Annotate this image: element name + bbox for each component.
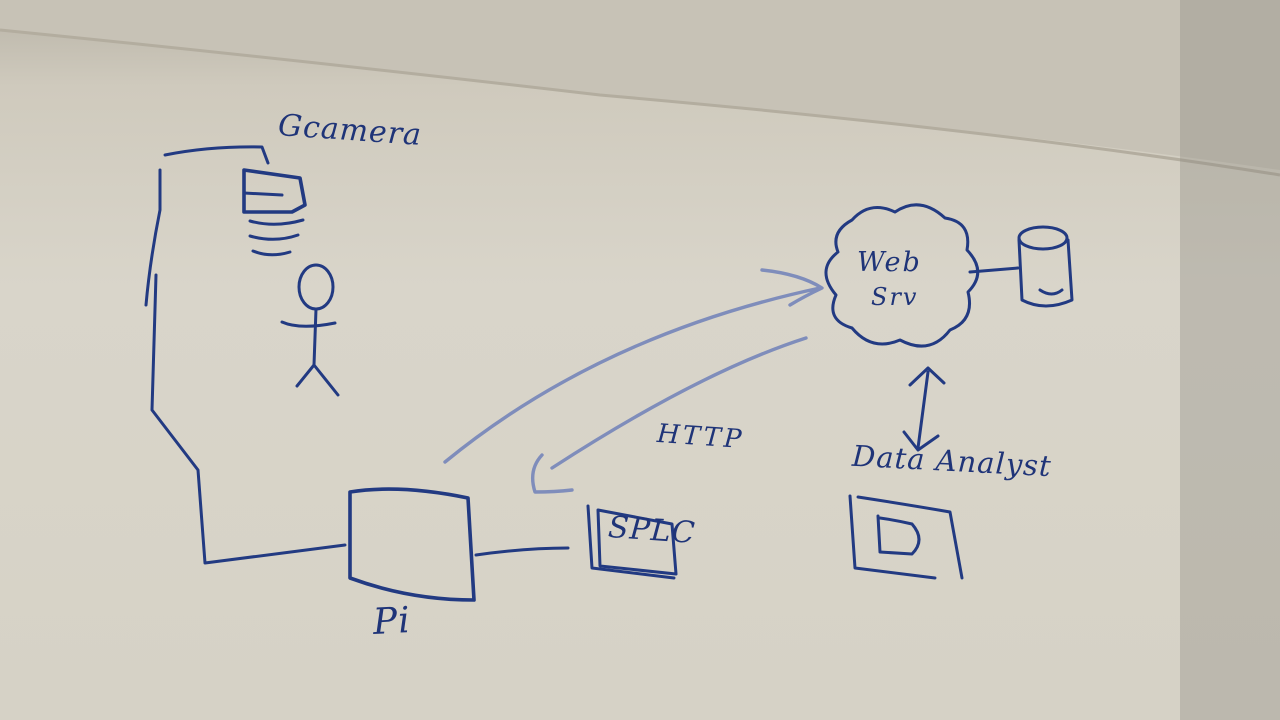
camera-icon bbox=[242, 168, 307, 257]
database-icon bbox=[1017, 225, 1074, 308]
http-arrow-up bbox=[443, 268, 824, 464]
right-shadow bbox=[1180, 0, 1280, 720]
plc-label: SPLC bbox=[606, 509, 697, 552]
analyst-monitor-icon bbox=[848, 494, 964, 580]
http-arrow-down bbox=[531, 336, 808, 494]
plc-device-box bbox=[586, 504, 678, 580]
person-icon bbox=[280, 263, 340, 397]
protocol-label: HTTP bbox=[656, 418, 746, 456]
pi-to-plc-line bbox=[474, 546, 570, 557]
web-server-label-line1: Web bbox=[857, 247, 922, 278]
analyst-server-arrow bbox=[902, 366, 946, 452]
web-server-label-line2: Srv bbox=[871, 283, 919, 311]
pi-label: Pi bbox=[371, 600, 412, 643]
board-top-edge bbox=[0, 28, 1280, 177]
pi-device-box bbox=[348, 487, 476, 602]
web-server-cloud bbox=[824, 203, 980, 348]
wall-background bbox=[0, 0, 1280, 170]
server-to-db-line bbox=[968, 266, 1020, 274]
camera-to-pi-cable bbox=[144, 145, 347, 565]
